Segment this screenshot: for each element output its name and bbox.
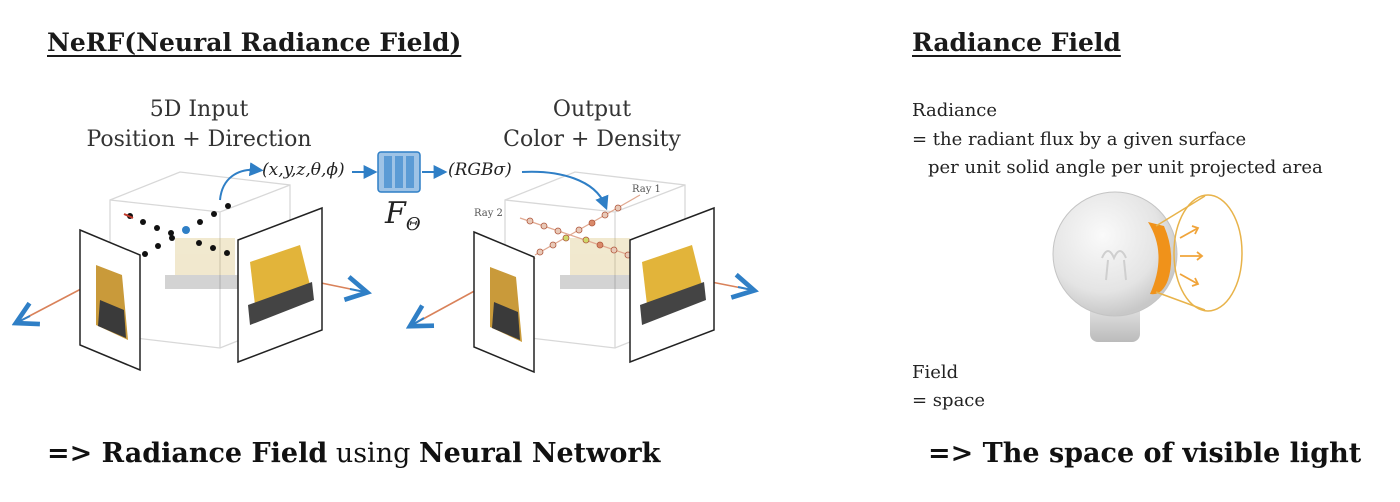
network-symbol-subscript: Θ [405,214,421,235]
left-conclusion: => Radiance Field using Neural Network [47,438,660,469]
input-label: 5D Input Position + Direction [78,95,320,155]
field-definition: = space [912,390,986,411]
ray1-label: Ray 1 [632,184,661,195]
output-label-line2: Color + Density [503,127,681,152]
nerf-title: NeRF(Neural Radiance Field) [47,28,462,57]
emitting-surface [1148,222,1172,295]
input-label-line2: Position + Direction [86,127,312,152]
output-image-plane-left [473,230,535,374]
network-block [352,151,448,193]
input-label-line1: 5D Input [149,97,249,122]
radiance-definition-line1: = the radiant flux by a given surface [912,129,1247,150]
left-conclusion-mid: using [327,438,419,469]
light-bulb-illustration [1052,191,1243,342]
output-label-line1: Output [552,97,632,122]
output-label: Output Color + Density [492,95,692,155]
ray2-label: Ray 2 [474,208,503,219]
solid-angle-cone [1173,194,1243,312]
nerf-diagram [0,151,780,374]
input-image-plane-right [237,206,323,364]
left-conclusion-prefix: => [47,438,102,469]
input-tuple: (x,y,z,θ,ϕ) [262,160,345,180]
output-tuple: (RGBσ) [448,160,512,180]
left-conclusion-bold2: Neural Network [418,438,661,469]
output-image-plane-right [629,206,715,364]
network-symbol-f: F [385,196,406,231]
input-scene [18,162,365,372]
network-symbol: FΘ [385,196,421,235]
left-conclusion-bold1: Radiance Field [101,438,328,469]
right-conclusion: => The space of visible light [928,438,1362,469]
radiance-field-title: Radiance Field [912,28,1121,57]
input-image-plane-left [79,228,141,372]
field-term: Field [912,362,959,383]
output-scene [412,170,752,374]
radiance-definition-line2: per unit solid angle per unit projected … [928,157,1323,178]
radiance-term: Radiance [912,100,998,121]
